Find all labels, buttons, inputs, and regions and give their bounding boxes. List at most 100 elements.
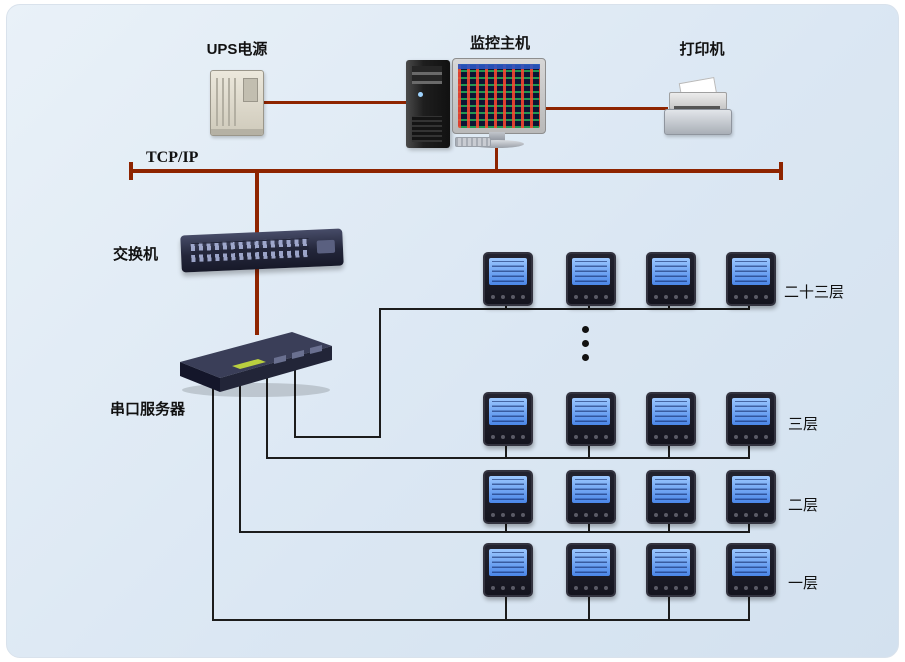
stub xyxy=(588,302,590,310)
power-button-icon xyxy=(418,92,423,97)
meter-buttons xyxy=(734,586,768,590)
meter-buttons xyxy=(734,513,768,517)
meter-screen xyxy=(652,476,690,503)
meter-buttons xyxy=(574,435,608,439)
power-meter xyxy=(646,252,696,306)
meter-screen xyxy=(652,398,690,425)
continuation-dots xyxy=(582,340,589,347)
wire-ups-host xyxy=(262,101,406,104)
wire-bus-switch xyxy=(255,173,259,235)
stub xyxy=(505,442,507,459)
meter-screen xyxy=(732,549,770,576)
power-meter xyxy=(726,543,776,597)
keyboard xyxy=(455,137,491,147)
stub xyxy=(505,520,507,533)
stub xyxy=(588,520,590,533)
meter-buttons xyxy=(491,513,525,517)
tcp-bus-line xyxy=(129,169,783,173)
power-meter xyxy=(726,470,776,524)
meter-buttons xyxy=(654,513,688,517)
monitor-base xyxy=(470,140,524,148)
monitor-stand xyxy=(489,132,505,141)
serial-server-graphic xyxy=(180,332,332,397)
meter-buttons xyxy=(574,586,608,590)
ups-vents xyxy=(216,78,240,126)
meter-screen xyxy=(572,476,610,503)
switch-ports xyxy=(190,237,310,263)
power-meter xyxy=(483,392,533,446)
continuation-dots xyxy=(582,354,589,361)
stub xyxy=(505,302,507,310)
tower-grill xyxy=(412,116,442,142)
wire-riser-link xyxy=(294,436,381,438)
meter-buttons xyxy=(654,435,688,439)
bus-floor1 xyxy=(212,619,750,621)
wire-host-printer xyxy=(544,107,668,110)
monitor-screen xyxy=(458,64,540,128)
power-meter xyxy=(483,470,533,524)
meter-screen xyxy=(652,258,690,285)
continuation-dots xyxy=(582,326,589,333)
stub xyxy=(588,442,590,459)
wire-riser-floor23 xyxy=(379,308,381,438)
printer-base xyxy=(664,109,732,135)
bus-floor3 xyxy=(266,457,750,459)
meter-screen xyxy=(572,258,610,285)
meter-screen xyxy=(489,476,527,503)
stub xyxy=(748,520,750,533)
floor-label-2: 二层 xyxy=(788,497,819,514)
host-label: 监控主机 xyxy=(469,35,530,52)
stub xyxy=(668,593,670,621)
floor-label-3: 三层 xyxy=(788,416,819,433)
meter-screen xyxy=(732,476,770,503)
bus-floor2 xyxy=(239,531,750,533)
switch-label: 交换机 xyxy=(113,246,159,263)
power-meter xyxy=(646,543,696,597)
wire-server-drop-4 xyxy=(294,369,296,438)
serial-server-device xyxy=(174,316,338,400)
meter-screen xyxy=(652,549,690,576)
ups-label: UPS电源 xyxy=(206,41,268,58)
meter-buttons xyxy=(491,586,525,590)
bus-floor23 xyxy=(379,308,750,310)
tcp-bus-endcap-right xyxy=(779,162,783,180)
power-meter xyxy=(566,543,616,597)
ups-device xyxy=(210,70,264,136)
stub xyxy=(505,593,507,621)
serial-server-label: 串口服务器 xyxy=(110,401,186,418)
power-meter xyxy=(566,252,616,306)
meter-buttons xyxy=(654,586,688,590)
meter-screen xyxy=(489,549,527,576)
wire-host-bus xyxy=(495,145,498,169)
meter-screen xyxy=(732,258,770,285)
ups-base xyxy=(211,129,263,135)
tcp-bus-endcap-left xyxy=(129,162,133,180)
meter-screen xyxy=(572,398,610,425)
wire-server-drop-2 xyxy=(239,384,241,533)
switch-device xyxy=(180,228,344,273)
ups-display-panel xyxy=(243,78,258,102)
printer-label: 打印机 xyxy=(679,41,725,58)
stub xyxy=(748,593,750,621)
floor-label-1: 一层 xyxy=(788,575,819,592)
meter-screen xyxy=(489,398,527,425)
power-meter xyxy=(646,470,696,524)
meter-screen xyxy=(732,398,770,425)
meter-screen xyxy=(489,258,527,285)
meter-buttons xyxy=(734,295,768,299)
meter-buttons xyxy=(574,295,608,299)
stub xyxy=(668,442,670,459)
floor-label-23: 二十三层 xyxy=(784,284,845,301)
meter-buttons xyxy=(654,295,688,299)
power-meter xyxy=(726,392,776,446)
power-meter xyxy=(646,392,696,446)
meter-buttons xyxy=(491,295,525,299)
stub xyxy=(668,302,670,310)
meter-buttons xyxy=(574,513,608,517)
host-tower xyxy=(406,60,450,148)
power-meter xyxy=(566,470,616,524)
switch-uplink-ports xyxy=(316,239,336,254)
stub xyxy=(668,520,670,533)
printer-device xyxy=(664,77,732,136)
